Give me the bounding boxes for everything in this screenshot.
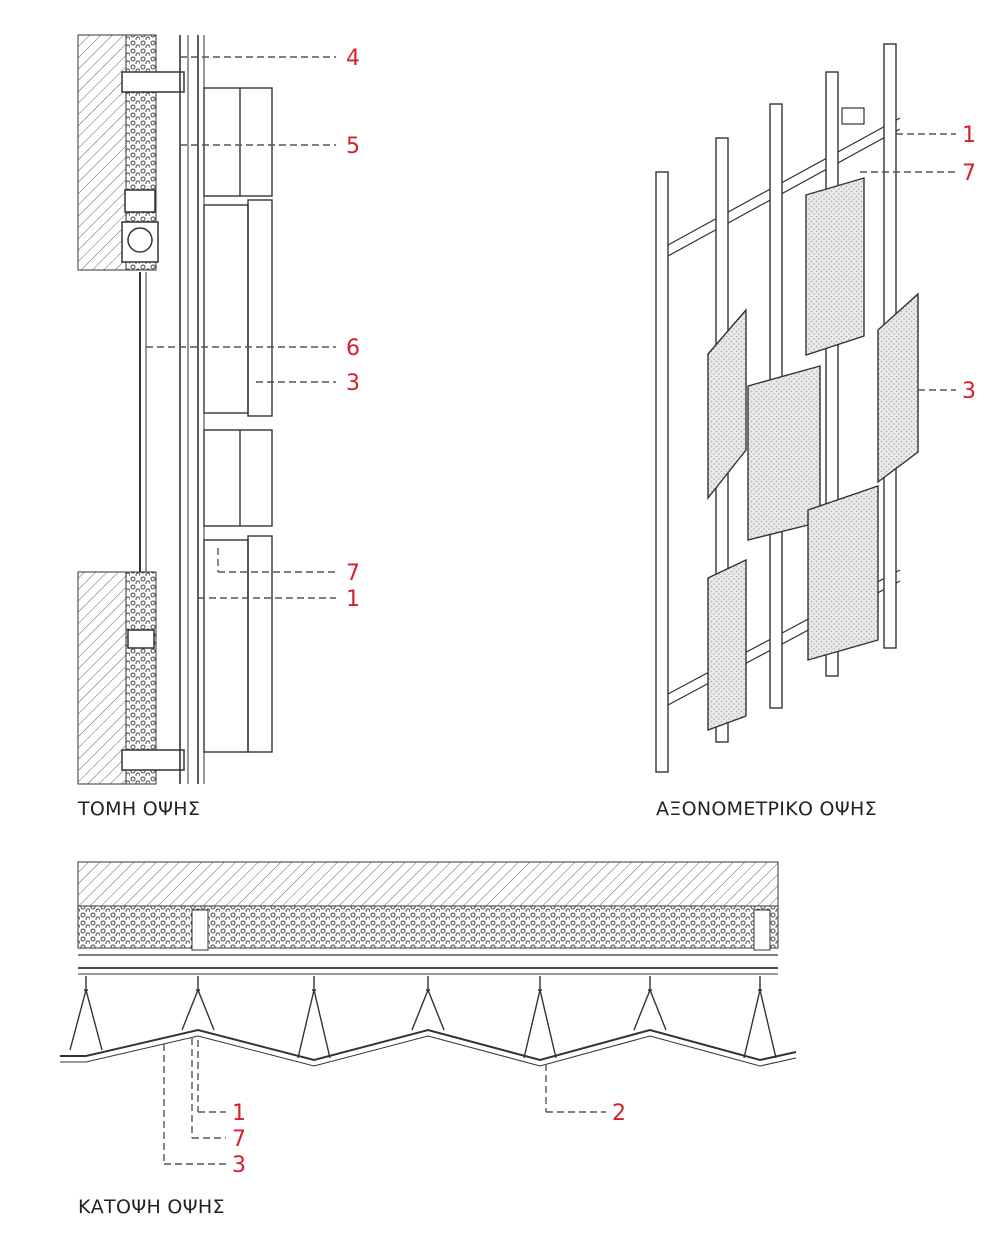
section-callouts: 4 5 6 3 7 1 bbox=[346, 46, 360, 612]
axonometric-drawing bbox=[655, 43, 919, 773]
callout-7: 7 bbox=[346, 561, 360, 586]
axo-callout-1: 1 bbox=[962, 123, 976, 148]
axo-callout-7: 7 bbox=[962, 161, 976, 186]
plan-callouts: 1 7 3 2 bbox=[232, 1101, 626, 1178]
plan-wall bbox=[77, 861, 779, 907]
plan-callout-1: 1 bbox=[232, 1101, 246, 1126]
axo-callout-3: 3 bbox=[962, 379, 976, 404]
callout-1: 1 bbox=[346, 587, 360, 612]
upper-wall bbox=[77, 34, 127, 271]
plan-drawing bbox=[60, 861, 797, 1067]
plan-caption: ΚΑΤΟΨΗ ΟΨΗΣ bbox=[78, 1196, 225, 1218]
plan-callout-2: 2 bbox=[612, 1101, 626, 1126]
callout-4: 4 bbox=[346, 46, 360, 71]
plan-callout-7: 7 bbox=[232, 1127, 246, 1152]
lower-insulation bbox=[125, 571, 157, 785]
lower-wall bbox=[77, 571, 127, 785]
axo-callouts: 1 7 3 bbox=[962, 123, 976, 404]
plan-callout-3: 3 bbox=[232, 1153, 246, 1178]
plan-insulation bbox=[77, 905, 779, 949]
axonometric-caption: ΑΞΟΝΟΜΕΤΡΙΚΟ ΟΨΗΣ bbox=[656, 798, 877, 820]
section-leaders bbox=[146, 56, 336, 599]
callout-5: 5 bbox=[346, 134, 360, 159]
section-caption: ΤΟΜΗ ΟΨΗΣ bbox=[78, 798, 201, 820]
callout-6: 6 bbox=[346, 336, 360, 361]
plan-leaders bbox=[163, 1038, 606, 1165]
callout-3: 3 bbox=[346, 371, 360, 396]
section-drawing bbox=[77, 34, 273, 785]
axo-leaders bbox=[860, 133, 956, 391]
